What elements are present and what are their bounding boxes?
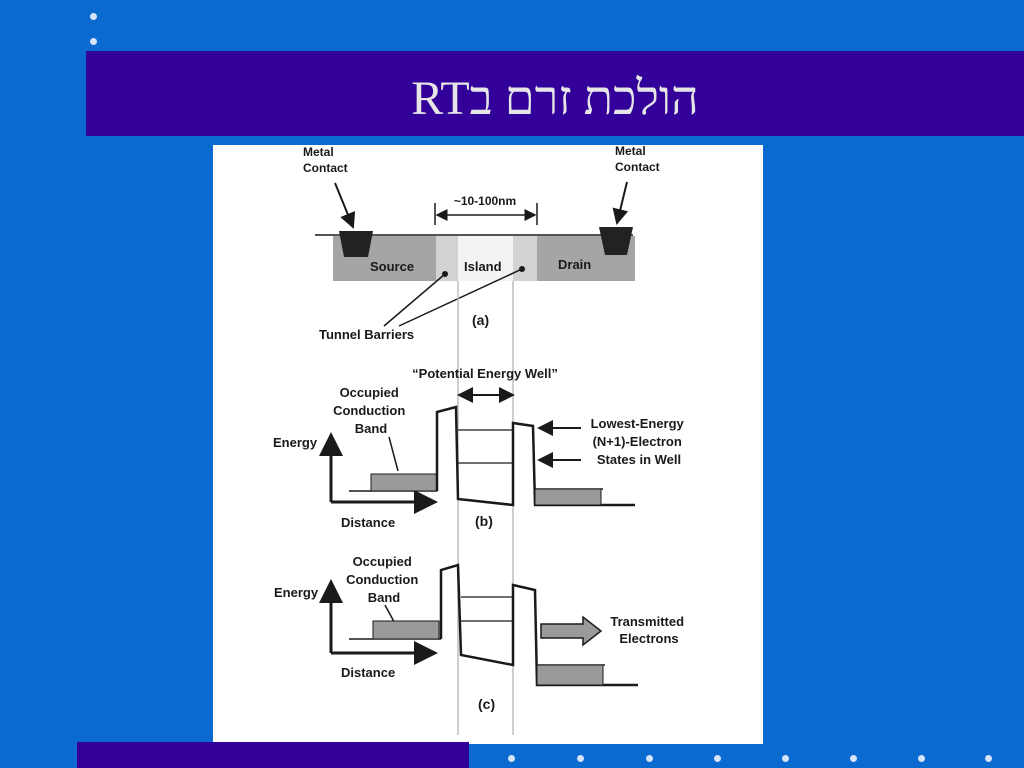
metal-contact-left-arrow bbox=[334, 182, 356, 229]
metal-contact-right-block bbox=[599, 227, 633, 255]
bottom-dot bbox=[782, 755, 789, 762]
bottom-dot bbox=[714, 755, 721, 762]
caption-c: (c) bbox=[478, 696, 495, 712]
transmitted-arrow bbox=[540, 615, 603, 647]
states-in-well-label: Lowest-Energy (N+1)-Electron States in W… bbox=[591, 416, 688, 467]
tunnel-barrier-right bbox=[513, 236, 537, 281]
rt-diagram: Metal Contact Metal Contact ~10-100nm So… bbox=[273, 144, 688, 735]
energy-label-c: Energy bbox=[274, 585, 319, 600]
panel-c: Occupied Conduction Band Energy Distance bbox=[274, 554, 687, 712]
bottom-bar bbox=[77, 742, 469, 768]
tunnel-barriers-label: Tunnel Barriers bbox=[319, 327, 414, 342]
island-region bbox=[458, 236, 513, 281]
bullet-dot bbox=[90, 13, 97, 20]
bullet-dot bbox=[90, 38, 97, 45]
occupied-band-label-c: Occupied Conduction Band bbox=[346, 554, 422, 605]
metal-contact-right-arrow bbox=[612, 181, 629, 225]
energy-profile-b bbox=[435, 405, 635, 507]
transmitted-electrons-label: Transmitted Electrons bbox=[610, 614, 687, 646]
bottom-dot bbox=[918, 755, 925, 762]
metal-contact-left-block bbox=[339, 231, 373, 257]
source-label: Source bbox=[370, 259, 414, 274]
bottom-dot bbox=[577, 755, 584, 762]
occupied-band-fill-c bbox=[372, 620, 440, 640]
bottom-dot bbox=[850, 755, 857, 762]
drain-band-fill-c bbox=[536, 664, 604, 686]
slide-title: הולכת זרם בRT bbox=[411, 72, 699, 125]
caption-a: (a) bbox=[472, 312, 489, 328]
width-label: ~10-100nm bbox=[454, 194, 516, 208]
panel-a: Metal Contact Metal Contact ~10-100nm So… bbox=[303, 144, 660, 342]
metal-contact-right-label: Metal Contact bbox=[615, 145, 660, 174]
energy-label-b: Energy bbox=[273, 435, 318, 450]
panel-b: “Potential Energy Well” Occupied Conduct… bbox=[273, 366, 688, 530]
caption-b: (b) bbox=[475, 513, 493, 529]
bottom-dot bbox=[646, 755, 653, 762]
bottom-dot bbox=[985, 755, 992, 762]
drain-label: Drain bbox=[558, 257, 591, 272]
occupied-band-fill-b bbox=[370, 473, 438, 492]
island-label: Island bbox=[464, 259, 502, 274]
energy-profile-c bbox=[439, 563, 638, 687]
occupied-band-label-b: Occupied Conduction Band bbox=[333, 385, 409, 436]
metal-contact-left-label: Metal Contact bbox=[303, 145, 348, 175]
distance-label-b: Distance bbox=[341, 515, 395, 530]
drain-band-fill-b bbox=[534, 488, 602, 506]
bottom-dot bbox=[508, 755, 515, 762]
potential-well-label: “Potential Energy Well” bbox=[412, 366, 558, 381]
title-bar: הולכת זרם בRT bbox=[86, 51, 1024, 136]
tunnel-barrier-left bbox=[436, 236, 458, 281]
distance-label-c: Distance bbox=[341, 665, 395, 680]
rt-diagram-figure: Metal Contact Metal Contact ~10-100nm So… bbox=[213, 144, 763, 744]
tunnel-barrier-pointer-right bbox=[398, 268, 523, 327]
tunnel-barrier-pointer-left bbox=[383, 273, 446, 327]
